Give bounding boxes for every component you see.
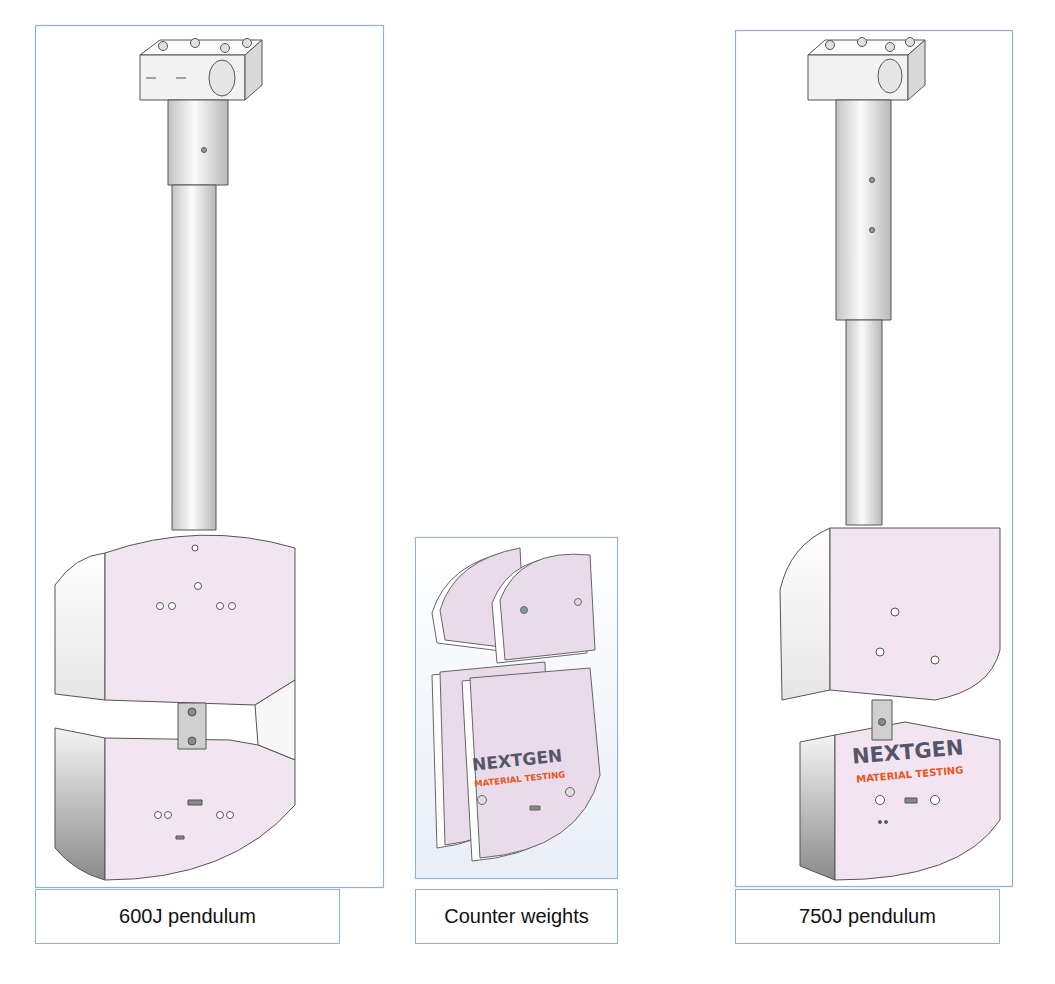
pendulum-750j-part bbox=[836, 100, 891, 320]
pendulum-750j-part-part bbox=[876, 796, 885, 805]
pendulum-750j-part bbox=[826, 41, 835, 50]
counter-weights-part bbox=[575, 599, 582, 606]
pendulum-750j-part-part bbox=[891, 608, 899, 616]
pendulum-600j-part bbox=[188, 737, 196, 745]
pendulum-750j-part bbox=[835, 722, 1000, 880]
pendulum-750j-part bbox=[870, 228, 875, 233]
pendulum-600j-part-part bbox=[192, 545, 198, 551]
pendulum-750j-part bbox=[879, 719, 886, 726]
pendulum-600j-part bbox=[146, 78, 156, 79]
pendulum-750j-part bbox=[830, 528, 1000, 700]
pendulum-750j-part bbox=[780, 528, 830, 700]
pendulum-750j-part bbox=[906, 38, 915, 47]
pendulum-600j-part-part bbox=[155, 812, 162, 819]
pendulum-600j-part bbox=[55, 553, 105, 700]
pendulum-750j-part-part bbox=[931, 656, 939, 664]
pendulum-600j-part-part bbox=[157, 603, 164, 610]
counter-weights-part bbox=[478, 796, 487, 805]
pendulum-750j-part bbox=[885, 821, 888, 824]
pendulum-600j-part bbox=[191, 39, 200, 48]
pendulum-600j-part bbox=[202, 148, 207, 153]
pendulum-600j-part-part bbox=[227, 812, 234, 819]
pendulum-600j-part-part bbox=[195, 583, 202, 590]
pendulum-750j-part bbox=[846, 320, 882, 525]
counter-weights bbox=[432, 548, 600, 861]
pendulum-750j-part bbox=[858, 38, 867, 47]
panel-ground bbox=[416, 538, 617, 878]
pendulum-600j-part bbox=[178, 703, 206, 749]
pendulum-600j-part-part bbox=[217, 603, 224, 610]
caption-box: Counter weights bbox=[415, 889, 618, 944]
pendulum-600j-part bbox=[245, 40, 262, 100]
counter-weights-part bbox=[530, 806, 540, 810]
pendulum-600j-part-part bbox=[229, 603, 236, 610]
pendulum-600j-part bbox=[172, 185, 216, 530]
pendulum-600j-part bbox=[176, 78, 186, 79]
pendulum-750j bbox=[780, 38, 1000, 881]
pendulum-750j-part-part bbox=[876, 648, 884, 656]
pendulum-600j-part bbox=[176, 836, 184, 839]
pendulum-600j-part bbox=[188, 800, 202, 805]
panel-frame bbox=[36, 26, 1013, 888]
pendulum-600j-part bbox=[188, 708, 196, 716]
pendulum-600j-part bbox=[168, 100, 228, 185]
pendulum-600j-part bbox=[159, 42, 168, 51]
pendulum-750j-part bbox=[870, 178, 875, 183]
caption-box: 750J pendulum bbox=[735, 889, 1000, 944]
pendulum-750j-part bbox=[878, 59, 902, 93]
pendulum-750j-part bbox=[808, 55, 908, 100]
counter-weights-part bbox=[566, 788, 575, 797]
pendulum-750j-part bbox=[879, 821, 882, 824]
pendulum-750j-part bbox=[905, 798, 917, 803]
panel-frame-part bbox=[736, 31, 1013, 887]
counter-weights-part bbox=[521, 607, 528, 614]
counter-weights-part bbox=[500, 554, 595, 660]
pendulum-750j-part-part bbox=[931, 796, 940, 805]
pendulum-750j-part bbox=[800, 735, 835, 880]
caption-text: 600J pendulum bbox=[119, 905, 256, 928]
counter-weights-part bbox=[470, 668, 600, 858]
pendulum-750j-part bbox=[872, 700, 892, 740]
pendulum-750j-part bbox=[886, 43, 895, 52]
pendulum-600j-part bbox=[243, 39, 252, 48]
caption-text: 750J pendulum bbox=[799, 905, 936, 928]
pendulum-600j bbox=[55, 39, 295, 881]
pendulum-750j-part bbox=[908, 40, 925, 100]
panel-frame-part bbox=[36, 26, 384, 888]
pendulum-600j-part-part bbox=[169, 603, 176, 610]
pendulum-600j-part bbox=[155, 545, 236, 819]
pendulum-600j-part bbox=[105, 535, 295, 705]
pendulum-600j-part-part bbox=[165, 812, 172, 819]
pendulum-600j-part bbox=[209, 60, 235, 96]
caption-text: Counter weights bbox=[444, 905, 589, 928]
pendulum-600j-part-part bbox=[217, 812, 224, 819]
panel-frame-part bbox=[416, 538, 618, 879]
pendulum-600j-part bbox=[221, 44, 230, 53]
caption-box: 600J pendulum bbox=[35, 889, 340, 944]
pendulum-600j-part bbox=[55, 728, 105, 880]
pendulum-600j-part bbox=[140, 55, 245, 100]
pendulum-600j-part bbox=[105, 738, 295, 880]
